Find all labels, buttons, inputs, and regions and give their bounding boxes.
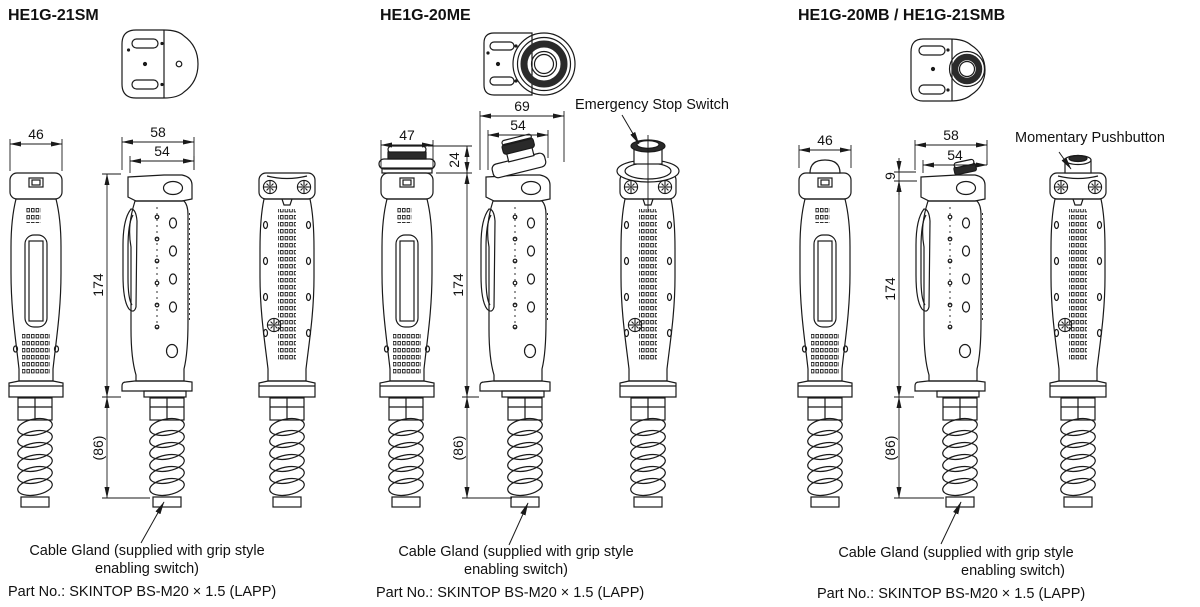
cable-gland-spring <box>267 397 307 508</box>
svg-text:58: 58 <box>943 127 959 143</box>
caption-line1: Cable Gland (supplied with grip style <box>29 543 265 559</box>
svg-text:(86): (86) <box>450 436 466 461</box>
dim-body-width: 54 <box>922 147 988 173</box>
dim-front-width: 47 <box>380 127 434 168</box>
dim-body-width: 54 <box>487 117 549 170</box>
top-view <box>121 29 199 99</box>
svg-text:174: 174 <box>882 277 898 301</box>
dim-height: 174 <box>882 180 914 398</box>
front-view <box>797 172 853 398</box>
dim-side-width: 58 <box>914 127 988 170</box>
svg-text:47: 47 <box>399 127 415 143</box>
cable-gland-spring <box>15 397 55 508</box>
model-title: HE1G-20MB / HE1G-21SMB <box>798 7 1006 24</box>
svg-text:9: 9 <box>882 172 898 180</box>
group-he1g-21sm: 46 58 54 174 (86) <box>8 29 315 544</box>
cable-gland-spring <box>505 397 545 508</box>
dim-side-width: 58 <box>121 124 195 170</box>
front-view <box>8 172 64 398</box>
caption-leader-arrow <box>508 502 529 546</box>
dim-body-width: 54 <box>129 143 195 173</box>
top-view-pushbutton <box>911 39 985 101</box>
caption-leader-arrow <box>940 501 962 545</box>
svg-text:54: 54 <box>947 147 963 163</box>
cable-gland-spring <box>1058 397 1098 508</box>
svg-text:54: 54 <box>510 117 526 133</box>
dim-front-width: 46 <box>9 126 63 171</box>
cable-gland-spring <box>940 397 980 508</box>
cable-gland-spring <box>386 397 426 508</box>
caption-line2: enabling switch) <box>464 561 568 578</box>
svg-text:(86): (86) <box>90 436 106 461</box>
dome-front <box>809 159 841 174</box>
cable-gland-caption: Cable Gland (supplied with grip style en… <box>8 543 286 578</box>
part-number: Part No.: SKINTOP BS-M20 × 1.5 (LAPP) <box>817 586 1086 602</box>
dim-front-width: 46 <box>798 132 852 168</box>
svg-text:24: 24 <box>446 152 462 168</box>
front-view <box>379 172 435 398</box>
svg-text:174: 174 <box>450 273 466 297</box>
side-view <box>914 174 986 398</box>
model-title: HE1G-21SM <box>8 7 99 24</box>
emergency-stop-callout: Emergency Stop Switch <box>575 97 729 113</box>
estop-side <box>491 133 547 179</box>
caption-line2: enabling switch) <box>961 562 1065 579</box>
caption-leader-arrow <box>140 501 165 544</box>
svg-text:46: 46 <box>817 132 833 148</box>
svg-text:46: 46 <box>28 126 44 142</box>
cable-gland-spring <box>628 397 668 508</box>
group-he1g-20mb-21smb: 46 58 54 9 174 (86) <box>797 39 1106 545</box>
caption-line1: Cable Gland (supplied with grip style <box>838 545 1074 561</box>
estop-callout-arrow <box>621 114 640 145</box>
part-number: Part No.: SKINTOP BS-M20 × 1.5 (LAPP) <box>8 584 277 600</box>
svg-text:54: 54 <box>154 143 170 159</box>
estop-front <box>378 145 436 174</box>
back-view <box>1050 173 1106 397</box>
svg-text:69: 69 <box>514 98 530 114</box>
cable-gland-spring <box>805 397 845 508</box>
estop-back <box>616 135 680 211</box>
dim-button-height: 9 <box>882 158 917 195</box>
cable-gland-spring <box>147 397 187 508</box>
caption-line1: Cable Gland (supplied with grip style <box>398 544 634 560</box>
dim-estop-height: 24 <box>428 145 472 174</box>
dim-gland-length: (86) <box>450 396 512 499</box>
svg-text:(86): (86) <box>882 436 898 461</box>
part-number: Part No.: SKINTOP BS-M20 × 1.5 (LAPP) <box>376 585 645 601</box>
dim-height: 174 <box>450 172 479 398</box>
top-view-estop <box>484 33 575 95</box>
dim-height: 174 <box>90 173 121 398</box>
model-title: HE1G-20ME <box>380 7 471 24</box>
cable-gland-caption: Cable Gland (supplied with grip style en… <box>377 544 655 579</box>
svg-text:58: 58 <box>150 124 166 140</box>
side-view <box>479 174 551 398</box>
dim-gland-length: (86) <box>90 396 150 499</box>
side-view <box>121 174 193 398</box>
pushbutton-callout-arrow <box>1058 151 1072 170</box>
svg-text:174: 174 <box>90 273 106 297</box>
pushbutton-back <box>1064 154 1092 174</box>
back-view <box>259 173 315 397</box>
caption-line2: enabling switch) <box>95 560 199 577</box>
cable-gland-caption: Cable Gland (supplied with grip style en… <box>817 545 1095 580</box>
group-he1g-20me: 47 69 54 24 174 (86) <box>378 33 680 546</box>
dim-side-width: 69 <box>479 98 565 170</box>
dim-gland-length: (86) <box>882 396 944 499</box>
momentary-pushbutton-callout: Momentary Pushbutton <box>1015 130 1165 146</box>
